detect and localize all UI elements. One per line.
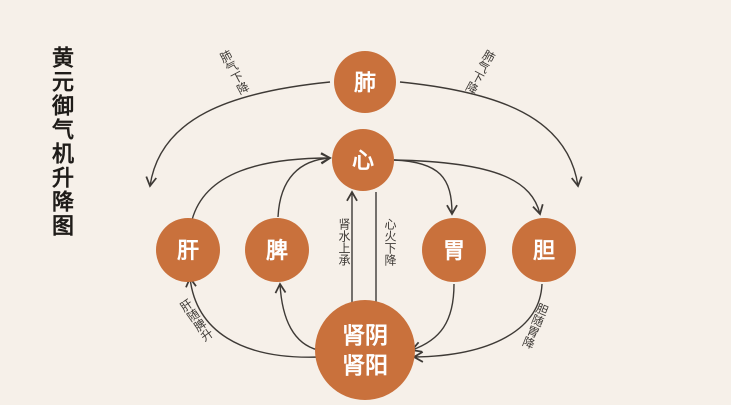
lung-label: 肺 <box>354 71 376 96</box>
stomach-label: 胃 <box>443 239 465 264</box>
liver-to-heart-arrow <box>191 152 332 221</box>
stomach-to-kidney-arrow <box>410 283 455 353</box>
kidney-yang-label: 肾阳 <box>342 353 388 379</box>
heart-node: 心 <box>332 129 394 191</box>
kidney-water-rise-label: 肾水上承 <box>337 218 351 266</box>
kidney-to-liver-arrow <box>185 276 321 358</box>
heart-fire-descend-label: 心火下降 <box>383 218 397 266</box>
heart-label: 心 <box>352 149 374 174</box>
spleen-label: 脾 <box>266 239 288 264</box>
lung-node: 肺 <box>334 51 396 113</box>
diagram-title: 黄元御气机升降图 <box>48 46 73 238</box>
gallbladder-node: 胆 <box>512 218 576 282</box>
spleen-node: 脾 <box>245 218 309 282</box>
heart-to-stomach-arrow <box>393 159 458 216</box>
gallbladder-to-kidney-arrow <box>412 283 543 363</box>
kidney-to-spleen-arrow <box>274 282 319 351</box>
spleen-to-heart-arrow <box>277 152 332 218</box>
lung-right-arc <box>399 81 583 188</box>
liver-node: 肝 <box>156 218 220 282</box>
stomach-node: 胃 <box>422 218 486 282</box>
kidney-yin-label: 肾阴 <box>342 323 388 349</box>
gallbladder-label: 胆 <box>533 239 555 264</box>
kidney-node: 肾阴 肾阳 <box>315 300 415 400</box>
lung-left-arc <box>145 81 331 188</box>
liver-label: 肝 <box>177 239 199 264</box>
heart-to-gallbladder-arrow <box>393 159 544 216</box>
